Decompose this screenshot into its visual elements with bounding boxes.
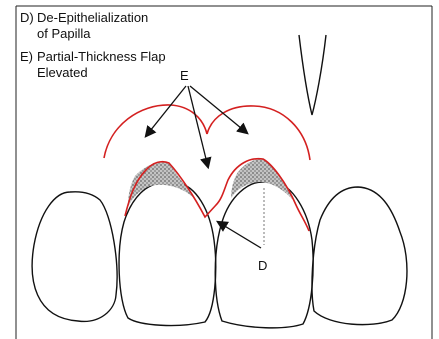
deepithelialized-area-left	[128, 162, 194, 207]
tooth-left-central	[119, 183, 216, 325]
elevated-flap-arc-right	[207, 106, 310, 160]
legend-e-line1: Partial-Thickness Flap	[37, 50, 166, 64]
legend-e-line2: Elevated	[37, 66, 88, 80]
legend-e-letter: E)	[20, 50, 33, 64]
legend-d-line1: De-Epithelialization	[37, 11, 148, 25]
label-e: E	[180, 68, 189, 83]
legend-d-letter: D)	[20, 11, 34, 25]
surgical-blade	[299, 35, 326, 115]
legend-d-line2: of Papilla	[37, 27, 90, 41]
arrow-d	[218, 222, 261, 248]
teeth-group	[32, 182, 407, 328]
tooth-right-central	[215, 182, 313, 328]
label-d: D	[258, 258, 267, 273]
tooth-far-left	[32, 192, 117, 322]
tooth-far-right	[312, 187, 407, 325]
arrow-e-right	[190, 86, 247, 133]
arrow-e-left	[146, 86, 186, 136]
elevated-flap-arc-left	[104, 105, 207, 158]
